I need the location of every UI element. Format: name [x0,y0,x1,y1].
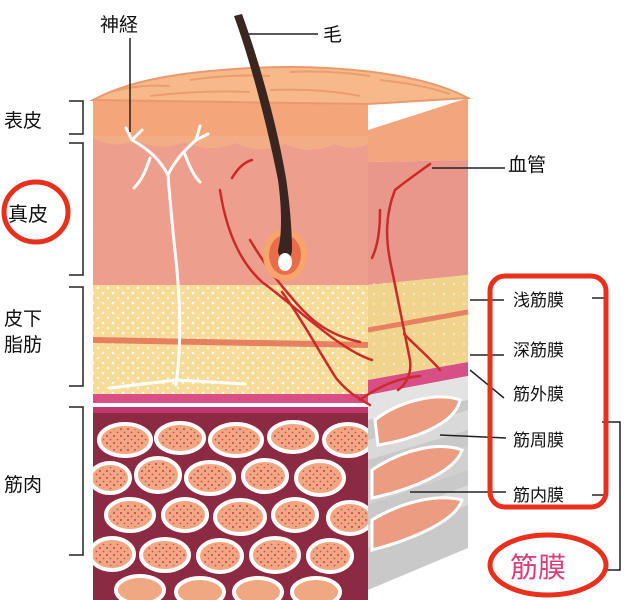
label-endomysium: 筋内膜 [513,486,564,506]
label-deep-fascia: 深筋膜 [513,341,564,361]
label-fascia: 筋膜 [510,551,567,584]
block-side-face [367,98,469,590]
leader-lines [129,33,621,571]
blood-vessels [218,158,442,407]
muscle-fiber-dots [94,426,368,568]
block-top-face [89,66,472,106]
left-brackets [69,100,84,556]
label-subcutaneous-fat: 皮下脂肪 [4,308,43,356]
label-dermis: 真皮 [8,202,48,226]
label-muscle: 筋肉 [4,474,43,496]
label-nerve: 神経 [100,14,139,36]
highlight-marks [1,179,609,598]
label-hair: 毛 [323,24,343,46]
label-epidermis: 表皮 [4,110,43,132]
label-superficial-fascia: 浅筋膜 [513,291,564,311]
hair-illustration [234,14,307,281]
label-blood-vessel: 血管 [508,154,547,176]
label-perimysium: 筋周膜 [513,431,564,451]
nerve-illustration [108,124,247,390]
label-epimysium: 筋外膜 [513,385,564,405]
